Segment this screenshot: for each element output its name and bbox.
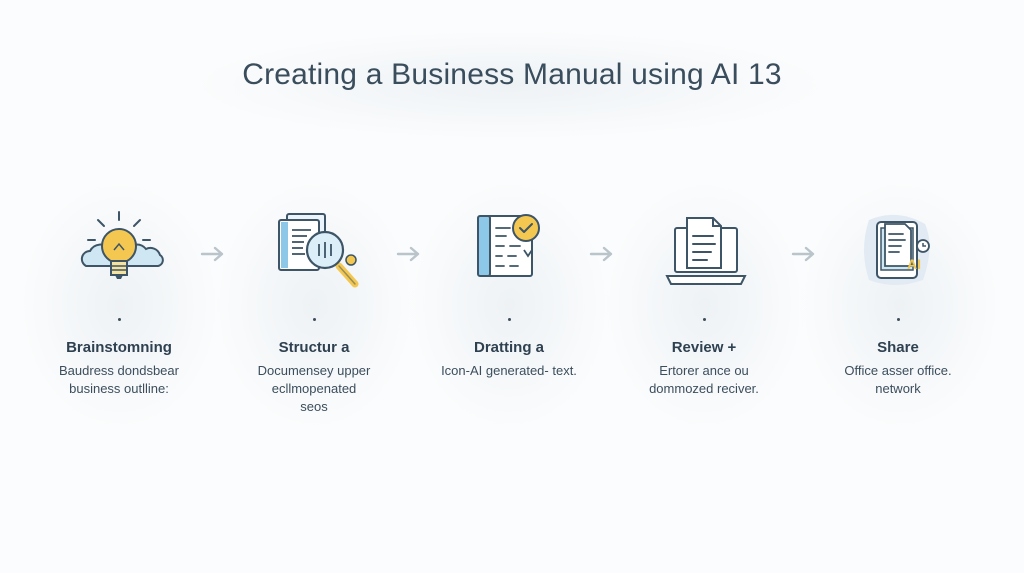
document-magnifier-icon: [259, 200, 369, 300]
desc-line: network: [875, 381, 921, 396]
desc-line: Baudress dondsbear: [59, 363, 179, 378]
step-title: Structur a: [278, 339, 350, 356]
step-brainstorming: Brainstomning Baudress dondsbear busines…: [29, 200, 209, 398]
desc-line: dommozed reciver.: [649, 381, 759, 396]
arrow-right-icon: [396, 246, 420, 262]
laptop-document-icon: [649, 200, 759, 300]
step-share: AI Share Office asser office. network: [808, 200, 988, 398]
step-title: Dratting a: [473, 339, 544, 356]
arrow-right-icon: [589, 246, 613, 262]
page-title: Creating a Business Manual using AI 13: [242, 58, 782, 91]
desc-line: seos: [300, 399, 328, 414]
tablet-share-icon: AI: [843, 200, 953, 300]
ai-badge: AI: [907, 256, 921, 272]
step-title: Review +: [671, 339, 737, 356]
step-title: Brainstomning: [66, 339, 172, 356]
lightbulb-cloud-icon: [64, 200, 174, 300]
step-glow: [20, 180, 220, 430]
step-description: Documensey upper ecllmopenated seos: [224, 362, 404, 416]
desc-line: Office asser office.: [844, 363, 952, 378]
desc-line: business outlline:: [69, 381, 169, 396]
desc-line: Ertorer ance ou: [659, 363, 749, 378]
arrow-right-icon: [200, 246, 224, 262]
desc-line: ecllmopenated: [271, 381, 357, 396]
desc-line: Documensey upper: [257, 363, 371, 378]
desc-line: Icon-AI generated- text.: [441, 363, 577, 378]
step-description: Baudress dondsbear business outlline:: [29, 362, 209, 398]
step-marker: [896, 318, 900, 321]
step-description: Icon-AI generated- text.: [419, 362, 599, 380]
step-marker: [702, 318, 706, 321]
step-marker: [117, 318, 121, 321]
notebook-check-icon: [454, 200, 564, 300]
step-title: Share: [877, 339, 919, 356]
step-description: Ertorer ance ou dommozed reciver.: [614, 362, 794, 398]
step-structure: Structur a Documensey upper ecllmopenate…: [224, 200, 404, 416]
step-marker: [507, 318, 511, 321]
step-description: Office asser office. network: [808, 362, 988, 398]
step-review: Review + Ertorer ance ou dommozed recive…: [614, 200, 794, 398]
step-drafting: Dratting a Icon-AI generated- text.: [419, 200, 599, 380]
step-marker: [312, 318, 316, 321]
arrow-right-icon: [791, 246, 815, 262]
title-glow: [190, 30, 830, 140]
